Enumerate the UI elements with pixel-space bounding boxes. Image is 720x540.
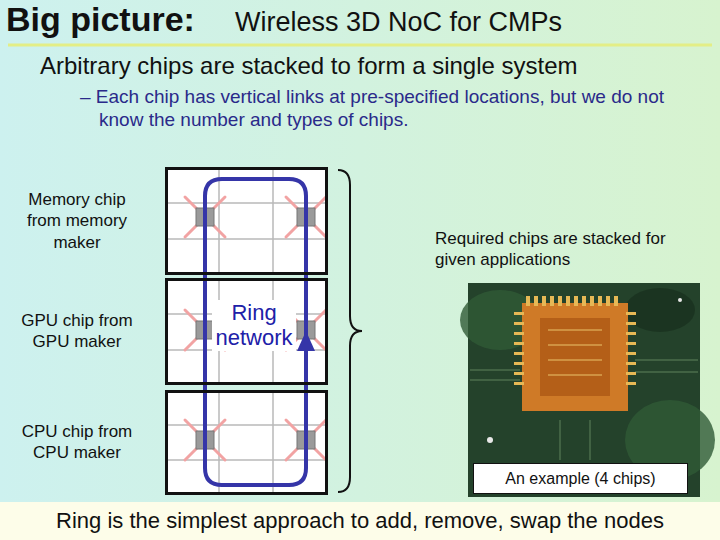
chip-photo (514, 322, 524, 325)
chip-photo (598, 296, 602, 306)
chip-label: CPU chip from CPU maker (16, 421, 138, 464)
ring-path (205, 179, 306, 485)
note-text: Required chips are stacked for given app… (435, 228, 700, 271)
chip-photo (522, 303, 628, 411)
brace (338, 170, 362, 492)
chip-face (165, 278, 328, 385)
vertical-link-pad (196, 208, 315, 449)
chip-photo (626, 322, 636, 325)
photo-caption: An example (4 chips) (473, 463, 688, 494)
chip-photo (548, 374, 602, 375)
slide-subtitle: Wireless 3D NoC for CMPs (235, 7, 562, 38)
chip-photo (514, 342, 524, 345)
chip-grid (165, 167, 328, 495)
ring-label: Ring network (212, 300, 296, 351)
chip-photo (540, 318, 610, 396)
chip-photo (678, 298, 682, 302)
chip-grid (165, 238, 328, 240)
chip-photo-frame: An example (4 chips) (468, 283, 700, 497)
chip-layer: GPU chip from GPU maker (165, 278, 328, 385)
chip-photo (460, 283, 715, 497)
chip-photo (574, 296, 578, 306)
chip-photo (626, 362, 636, 365)
chip-photo (626, 342, 636, 345)
chip-photo (487, 437, 493, 443)
title-rule (8, 44, 712, 47)
chip-grid (218, 390, 220, 495)
chip-photo (566, 296, 570, 306)
chip-photo (514, 296, 636, 385)
chip-layer: Memory chip from memory maker (165, 167, 328, 275)
chip-photo (626, 312, 636, 315)
chip-photo (625, 288, 695, 332)
ring-arrowhead (297, 331, 315, 351)
chip-label: GPU chip from GPU maker (16, 310, 138, 353)
chip-photo (470, 370, 520, 371)
chip-photo (550, 296, 554, 306)
chip-layer: CPU chip from CPU maker (165, 390, 328, 495)
chip-photo (548, 330, 602, 375)
caption-bar: Ring is the simplest approach to add, re… (0, 502, 720, 540)
chip-photo (626, 372, 636, 375)
chip-photo (590, 420, 591, 460)
chip-photo (614, 296, 618, 306)
chip-photo (534, 296, 538, 306)
chip-grid (165, 459, 328, 461)
chip-photo (590, 296, 594, 306)
chip-photo (542, 296, 546, 306)
chip-photo (470, 380, 520, 381)
chip-photo (526, 296, 530, 306)
chip-photo (635, 360, 698, 361)
chip-photo (558, 296, 562, 306)
chip-photo (514, 312, 524, 315)
chip-photo (635, 372, 698, 373)
chip-photo (514, 382, 524, 385)
chip-photo (626, 332, 636, 335)
bullet-text: – Each chip has vertical links at pre-sp… (80, 86, 710, 132)
chip-photo (548, 329, 602, 330)
slide-title: Big picture: (6, 0, 195, 39)
title-bar: Big picture: Wireless 3D NoC for CMPs (6, 0, 562, 39)
chip-photo (626, 352, 636, 355)
chip-photo (514, 362, 524, 365)
chip-photo (514, 372, 524, 375)
caption-text: Ring is the simplest approach to add, re… (56, 508, 664, 534)
chip-label: Memory chip from memory maker (16, 189, 138, 253)
chip-photo (582, 296, 586, 306)
chip-grid (272, 167, 274, 275)
chip-grid (218, 167, 220, 275)
lead-text: Arbitrary chips are stacked to form a si… (40, 52, 710, 80)
chip-drawing (165, 167, 328, 495)
chip-photo (514, 332, 524, 335)
chip-photo (514, 352, 524, 355)
chip-photo (560, 420, 561, 460)
chip-grid (272, 390, 274, 495)
chip-photo (606, 296, 610, 306)
chip-photo (548, 359, 602, 360)
chip-photo (626, 382, 636, 385)
chip-photo (548, 344, 602, 345)
